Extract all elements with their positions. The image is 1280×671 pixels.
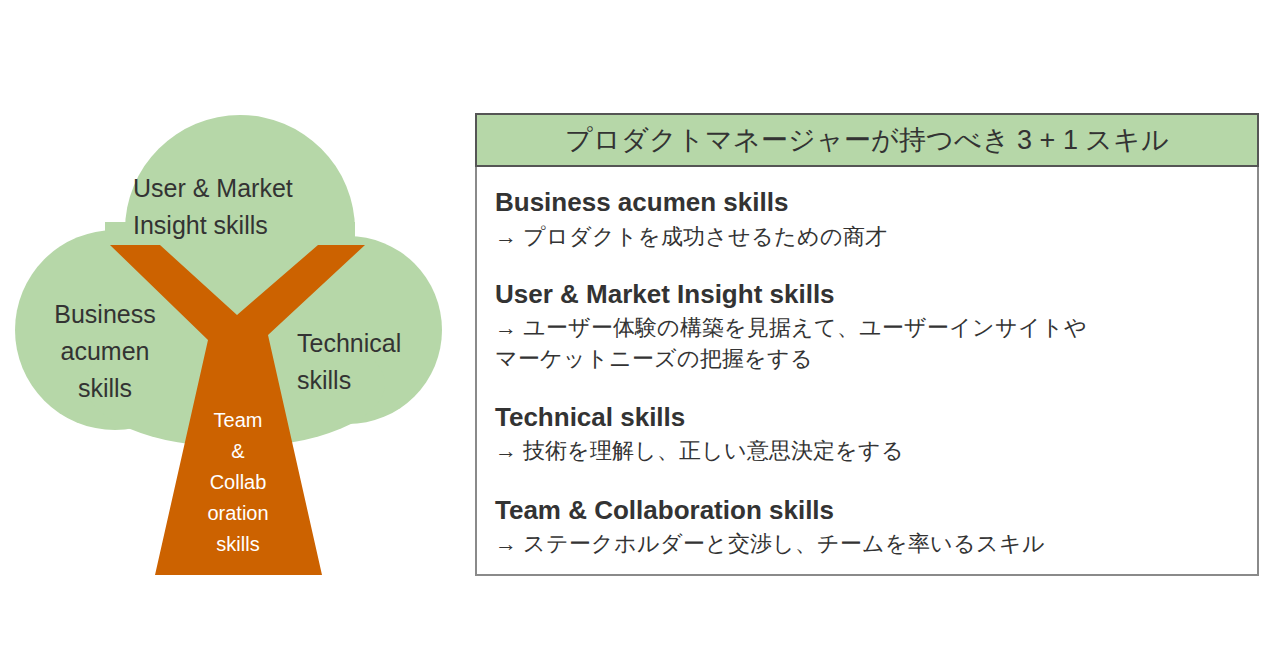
skill-label: Business acumen skills — [40, 296, 170, 407]
title-band: プロダクトマネージャーが持つべき 3 + 1 スキル — [475, 113, 1259, 167]
skill-heading: Technical skills — [495, 401, 1235, 433]
skills-box: Business acumen skills→ プロダクトを成功させるための商才… — [475, 113, 1259, 576]
skill-heading: Business acumen skills — [495, 186, 1235, 218]
skill-description: → ステークホルダーと交渉し、チームを率いるスキル — [495, 528, 1235, 559]
skill-label: Technical skills — [297, 325, 442, 399]
skill-label: User & Market Insight skills — [133, 170, 348, 244]
tree-trunk: Team & Collaboration skills — [108, 243, 368, 575]
skill-heading: Team & Collaboration skills — [495, 494, 1235, 526]
trunk-label: Team & Collaboration skills — [205, 405, 271, 560]
box-title: プロダクトマネージャーが持つべき 3 + 1 スキル — [477, 115, 1257, 165]
skill-heading: User & Market Insight skills — [495, 278, 1235, 310]
skill-description: → プロダクトを成功させるための商才 — [495, 221, 1235, 252]
skill-description: → ユーザー体験の構築を見据えて、ユーザーインサイトや マーケットニーズの把握を… — [495, 312, 1135, 374]
trunk-shape — [110, 245, 365, 575]
skill-description: → 技術を理解し、正しい意思決定をする — [495, 435, 1235, 466]
